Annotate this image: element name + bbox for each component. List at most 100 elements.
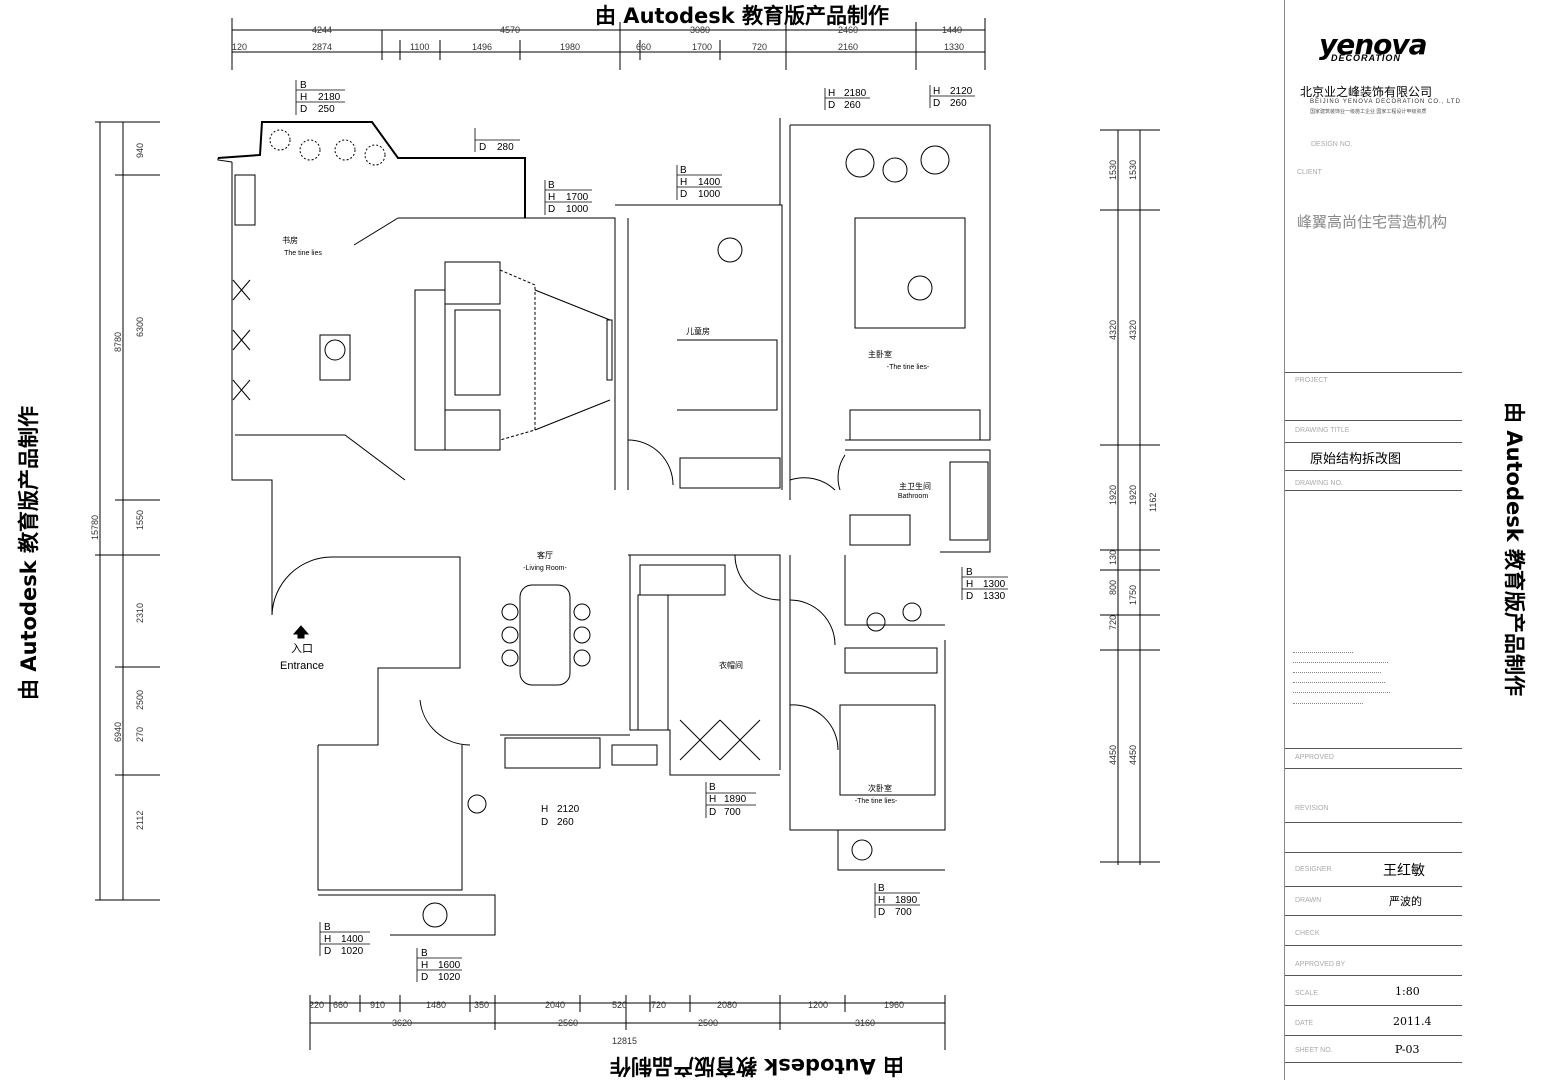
note-line (1293, 703, 1363, 704)
dim-top1-3: 2460 (838, 25, 858, 35)
label-closet: 衣帽间 (719, 660, 743, 670)
label-master-bath-en: Bathroom (898, 493, 929, 500)
divider (1285, 372, 1462, 373)
tag-10-b: B (324, 922, 331, 933)
divider (1285, 886, 1462, 887)
designer-name: 王红敏 (1383, 863, 1425, 879)
dim-bot2-3: 3160 (855, 1018, 875, 1028)
dim-top2-9: 1330 (944, 42, 964, 52)
label-living-room: 客厅 (537, 550, 553, 560)
room-labels: 书房 The tine lies 儿童房 主卧室 -The tine lies-… (280, 235, 931, 805)
company-name-en: BEIJING YENOVA DECORATION CO., LTD (1310, 99, 1461, 105)
drawing-title: 原始结构拆改图 (1310, 452, 1402, 467)
divider (1285, 822, 1462, 823)
dim-left-total: 15780 (90, 515, 100, 540)
label-approved: APPROVED (1295, 754, 1334, 761)
dim-top2-2: 1100 (410, 42, 429, 52)
left-dimensions: 8780 6940 15780 940 6300 1550 2310 2500 … (90, 143, 145, 830)
dim-right-outer-2: 1920 (1108, 485, 1118, 505)
tag-3-d: 1000 (698, 189, 721, 200)
dim-bot1-6: 520 (612, 1000, 627, 1010)
divider (1285, 1062, 1462, 1063)
divider (1285, 1035, 1462, 1036)
tag-7-d: 260 (557, 817, 574, 828)
company-logo-sub: DECORATION (1331, 53, 1401, 63)
dim-bot2-2: 2500 (698, 1018, 718, 1028)
dim-bot2-0: 3620 (392, 1018, 412, 1028)
dim-right-inner-5: 720 (1108, 615, 1118, 630)
tag-11-h-letter: H (421, 960, 428, 971)
tag-9-d: 700 (895, 907, 912, 918)
tag-10-h: 1400 (341, 934, 364, 945)
dim-bot1-9: 1200 (808, 1000, 828, 1010)
divider (1285, 490, 1462, 491)
drawn-by: 严波的 (1389, 895, 1422, 908)
tag-11-b: B (421, 948, 428, 959)
sheet-number: P-03 (1395, 1043, 1420, 1056)
watermark-left: 由 Autodesk 教育版产品制作 (17, 405, 41, 700)
dim-left-inner-1: 6300 (135, 317, 145, 337)
tag-5-d-letter: D (933, 98, 940, 109)
dim-left-inner-2: 1550 (135, 510, 145, 530)
tag-2-b: B (548, 180, 555, 191)
tag-2-h-letter: H (548, 192, 555, 203)
tag-9-b: B (878, 883, 885, 894)
tag-0-b: B (300, 80, 307, 91)
tag-5-h: 2120 (950, 86, 973, 97)
dim-bot-total: 12815 (612, 1036, 637, 1046)
tag-3-h: 1400 (698, 177, 721, 188)
dim-right-outer-1: 4320 (1108, 320, 1118, 340)
company-cert: 国家建筑装饰业一级施工企业 国家工程设计甲级资质 (1310, 109, 1427, 115)
note-line (1293, 692, 1390, 693)
dim-right-outer-0: 1530 (1108, 160, 1118, 180)
tag-7-h-letter: H (541, 804, 548, 815)
tag-4-h-letter: H (828, 88, 835, 99)
divider (1285, 852, 1462, 853)
tag-6-d: 1330 (983, 591, 1006, 602)
label-entrance-en: Entrance (280, 660, 324, 672)
dim-top2-5: 660 (636, 42, 651, 52)
dim-right-inner-2: 1920 (1128, 485, 1138, 505)
label-project: PROJECT (1295, 377, 1328, 384)
tag-6-h-letter: H (966, 579, 973, 590)
tag-8-h-letter: H (709, 794, 716, 805)
dim-top1-1: 4570 (500, 25, 520, 35)
label-kids-room: 儿童房 (686, 326, 710, 336)
tag-3-h-letter: H (680, 177, 687, 188)
dim-top1-2: 3080 (690, 25, 710, 35)
watermark-top: 由 Autodesk 教育版产品制作 (595, 4, 890, 28)
label-revision: REVISION (1295, 805, 1329, 812)
tag-2-d: 1000 (566, 204, 589, 215)
company-name: 北京业之峰装饰有限公司 (1300, 85, 1433, 99)
dim-right-outer-5: 4450 (1108, 745, 1118, 765)
tag-3-d-letter: D (680, 189, 687, 200)
dim-bot1-2: 910 (370, 1000, 385, 1010)
tag-2-h: 1700 (566, 192, 589, 203)
dim-left-inner-5: 270 (135, 727, 145, 742)
tag-0-h-letter: H (300, 92, 307, 103)
note-line (1293, 662, 1388, 663)
label-master-bedroom-en: -The tine lies- (887, 364, 930, 371)
dim-bot1-8: 2080 (717, 1000, 737, 1010)
tag-4-d-letter: D (828, 100, 835, 111)
note-line (1293, 652, 1353, 653)
dim-top2-7: 720 (752, 42, 767, 52)
tag-8-d: 700 (724, 807, 741, 818)
company-logo: yenova (1319, 28, 1428, 61)
tag-11-h: 1600 (438, 960, 461, 971)
label-entrance: 入口 (291, 643, 313, 655)
label-sheet-no: SHEET NO. (1295, 1047, 1333, 1054)
note-line (1293, 672, 1381, 673)
dim-bot1-5: 2040 (545, 1000, 565, 1010)
label-second-bedroom-en: -The tine lies- (855, 798, 898, 805)
label-second-bedroom: 次卧室 (868, 783, 892, 793)
divider (1285, 915, 1462, 916)
dim-bot1-10: 1960 (884, 1000, 904, 1010)
dim-left-inner-4: 2500 (135, 690, 145, 710)
dim-top1-4: 1440 (942, 25, 962, 35)
tag-6-b: B (966, 567, 973, 578)
tag-10-h-letter: H (324, 934, 331, 945)
divider (1285, 1005, 1462, 1006)
tag-1-d-letter: D (479, 142, 486, 153)
tag-9-h-letter: H (878, 895, 885, 906)
